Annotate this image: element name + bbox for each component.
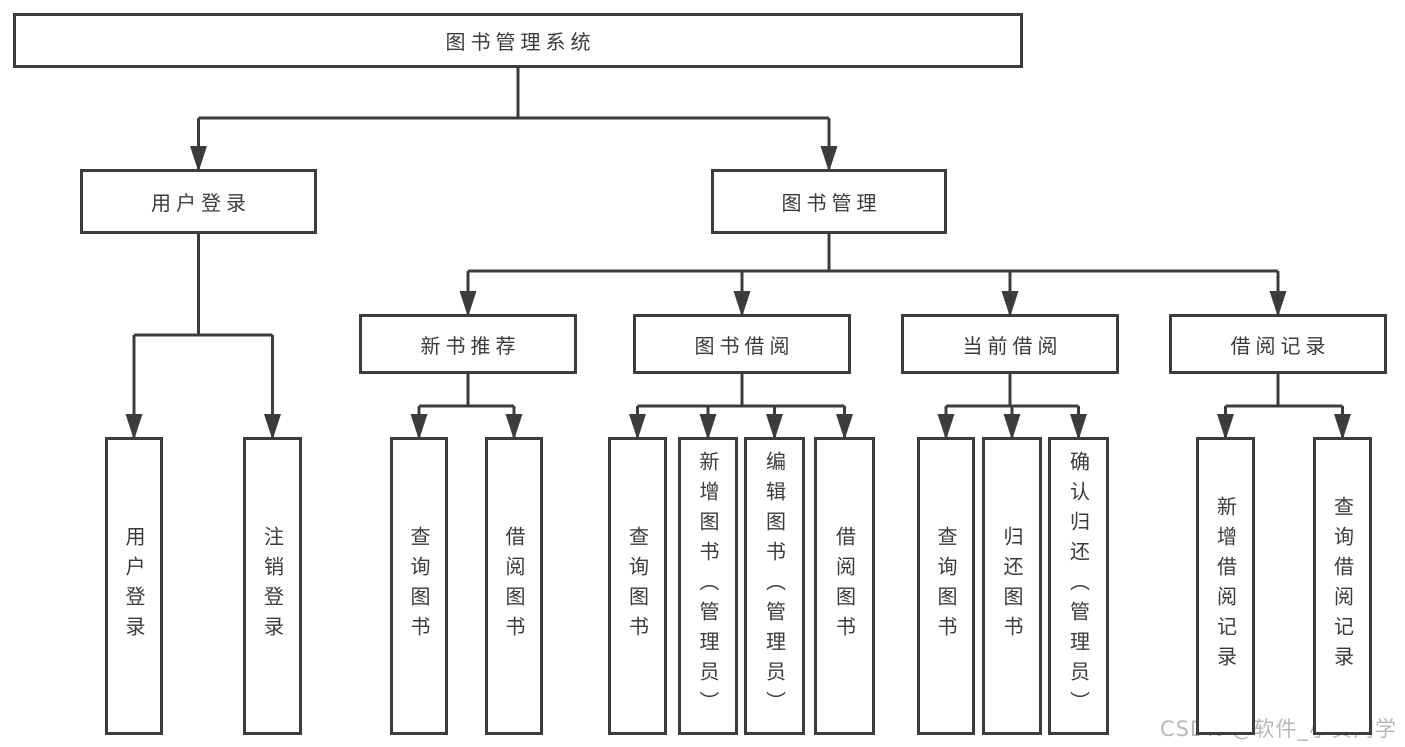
node-label-add-books-admin: 新增图书（管理员） bbox=[696, 451, 720, 721]
node-label-user-login-leaf: 用户登录 bbox=[122, 526, 146, 646]
node-label-new-book-recommend: 新书推荐 bbox=[420, 333, 521, 358]
node-label-borrow-books-2: 借阅图书 bbox=[832, 526, 857, 646]
node-label-query-borrow-record: 查询借阅记录 bbox=[1330, 496, 1355, 676]
node-label-user-login: 用户登录 bbox=[151, 191, 251, 215]
node-query-books-2: 查询图书 bbox=[608, 437, 667, 735]
node-label-book-management: 图书管理 bbox=[781, 191, 882, 215]
node-query-borrow-record: 查询借阅记录 bbox=[1313, 437, 1372, 735]
node-user-login-leaf: 用户登录 bbox=[105, 437, 163, 735]
node-add-borrow-record: 新增借阅记录 bbox=[1196, 437, 1255, 735]
node-label-system-root: 图书管理系统 bbox=[445, 30, 596, 54]
node-label-borrowing-records: 借阅记录 bbox=[1230, 333, 1331, 358]
node-label-query-books-1: 查询图书 bbox=[407, 526, 431, 646]
node-label-query-books-2: 查询图书 bbox=[625, 526, 650, 646]
node-label-confirm-return-admin: 确认归还（管理员） bbox=[1066, 451, 1091, 721]
node-current-borrowing: 当前借阅 bbox=[901, 314, 1119, 374]
node-book-management: 图书管理 bbox=[711, 169, 947, 234]
node-label-logout-leaf: 注销登录 bbox=[260, 526, 285, 646]
node-edit-books-admin: 编辑图书（管理员） bbox=[744, 437, 805, 735]
node-logout-leaf: 注销登录 bbox=[243, 437, 302, 735]
node-user-login: 用户登录 bbox=[80, 169, 317, 234]
node-borrow-books-1: 借阅图书 bbox=[485, 437, 543, 735]
node-book-borrowing: 图书借阅 bbox=[633, 314, 851, 374]
node-label-book-borrowing: 图书借阅 bbox=[694, 333, 795, 358]
node-query-books-3: 查询图书 bbox=[917, 437, 975, 735]
node-label-query-books-3: 查询图书 bbox=[934, 526, 958, 646]
node-label-edit-books-admin: 编辑图书（管理员） bbox=[762, 451, 787, 721]
node-new-book-recommend: 新书推荐 bbox=[359, 314, 577, 374]
node-label-borrow-books-1: 借阅图书 bbox=[502, 526, 526, 646]
node-borrowing-records: 借阅记录 bbox=[1169, 314, 1387, 374]
node-add-books-admin: 新增图书（管理员） bbox=[678, 437, 738, 735]
node-label-add-borrow-record: 新增借阅记录 bbox=[1213, 496, 1238, 676]
node-confirm-return-admin: 确认归还（管理员） bbox=[1048, 437, 1109, 735]
node-label-return-books: 归还图书 bbox=[1000, 526, 1024, 646]
node-system-root: 图书管理系统 bbox=[13, 13, 1023, 68]
node-borrow-books-2: 借阅图书 bbox=[814, 437, 875, 735]
node-return-books: 归还图书 bbox=[982, 437, 1042, 735]
node-query-books-1: 查询图书 bbox=[390, 437, 448, 735]
node-label-current-borrowing: 当前借阅 bbox=[962, 333, 1063, 358]
